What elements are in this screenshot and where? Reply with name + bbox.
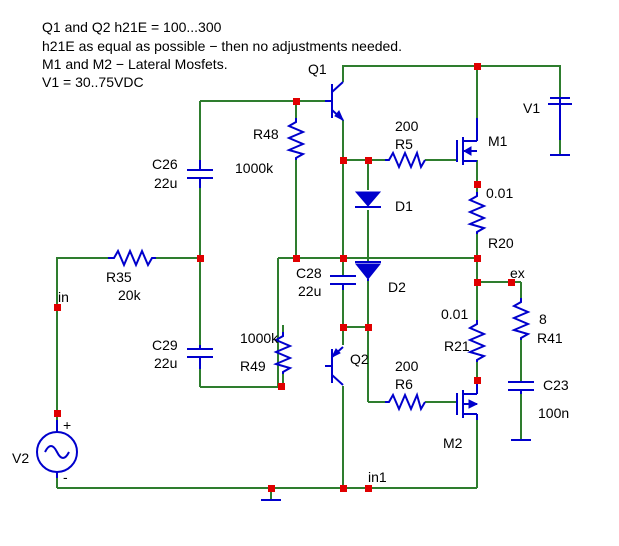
r48-resistor <box>286 118 306 160</box>
v1-label: V1 <box>523 100 540 116</box>
junction-node <box>278 383 285 390</box>
r48-name: R48 <box>253 126 279 142</box>
junction-node <box>340 157 347 164</box>
junction-node <box>365 324 372 331</box>
v2-label: V2 <box>12 450 29 466</box>
junction-node <box>474 181 481 188</box>
junction-node <box>340 324 347 331</box>
q1-transistor <box>325 81 345 122</box>
r41-value: 8 <box>539 311 547 327</box>
r20-resistor <box>467 192 487 234</box>
junction-node <box>340 255 347 262</box>
r41-resistor <box>511 298 531 340</box>
c23-value: 100n <box>538 405 569 421</box>
note-line-4: V1 = 30..75VDC <box>42 74 144 90</box>
c29-capacitor <box>187 345 213 369</box>
net-label-in: in <box>58 289 69 305</box>
junction-node <box>54 410 61 417</box>
m2-mosfet <box>456 383 479 420</box>
r20-name: R20 <box>488 235 514 251</box>
r20-value: 0.01 <box>486 185 513 201</box>
r5-name: R5 <box>395 136 413 152</box>
c28-value: 22u <box>298 283 321 299</box>
r41-name: R41 <box>537 330 563 346</box>
v2-sine-source <box>36 420 78 478</box>
r5-resistor <box>385 150 426 170</box>
r21-name: R21 <box>444 338 470 354</box>
r5-value: 200 <box>395 118 419 134</box>
r49-resistor <box>273 332 293 374</box>
d1-label: D1 <box>395 198 413 214</box>
d2-label: D2 <box>388 279 406 295</box>
note-line-2: h21E as equal as possible − then no adju… <box>42 38 402 54</box>
c26-value: 22u <box>154 175 177 191</box>
c29-value: 22u <box>154 355 177 371</box>
junction-node <box>365 157 372 164</box>
r48-value: 1000k <box>235 160 274 176</box>
r35-name: R35 <box>106 269 132 285</box>
junction-node <box>474 255 481 262</box>
r21-value: 0.01 <box>441 306 468 322</box>
r6-value: 200 <box>395 358 419 374</box>
c28-name: C28 <box>296 265 322 281</box>
net-label-in1: in1 <box>368 469 387 485</box>
c26-name: C26 <box>152 156 178 172</box>
r35-value: 20k <box>118 287 142 303</box>
note-line-1: Q1 and Q2 h21E = 100...300 <box>42 19 222 35</box>
r21-resistor <box>467 320 487 362</box>
c23-capacitor <box>508 381 534 394</box>
r6-name: R6 <box>395 376 413 392</box>
junction-node <box>365 485 372 492</box>
junction-nodes <box>54 63 515 492</box>
junction-node <box>268 485 275 492</box>
d2-diode <box>354 261 382 281</box>
v2-plus-sign: + <box>63 417 71 433</box>
junction-node <box>197 255 204 262</box>
note-line-3: M1 and M2 − Lateral Mosfets. <box>42 56 228 72</box>
c23-name: C23 <box>543 377 569 393</box>
r49-name: R49 <box>240 358 266 374</box>
q2-transistor <box>325 346 344 386</box>
m2-label: M2 <box>443 435 463 451</box>
c26-capacitor <box>187 160 213 188</box>
q1-label: Q1 <box>308 61 327 77</box>
junction-node <box>474 377 481 384</box>
v1-battery <box>548 97 572 140</box>
m1-mosfet <box>456 118 478 165</box>
q2-label: Q2 <box>350 351 369 367</box>
junction-node <box>293 255 300 262</box>
r49-value: 1000k <box>240 330 279 346</box>
v2-minus-sign: - <box>63 469 68 485</box>
d1-diode <box>354 191 382 208</box>
m1-label: M1 <box>488 133 508 149</box>
junction-node <box>340 485 347 492</box>
junction-node <box>474 279 481 286</box>
net-label-ex: ex <box>510 265 525 281</box>
wires <box>56 65 561 500</box>
r35-resistor <box>108 248 156 268</box>
c28-capacitor <box>330 275 356 290</box>
junction-node <box>474 63 481 70</box>
c29-name: C29 <box>152 337 178 353</box>
junction-node <box>508 279 515 286</box>
junction-node <box>54 304 61 311</box>
junction-node <box>293 98 300 105</box>
r6-resistor <box>385 392 426 412</box>
